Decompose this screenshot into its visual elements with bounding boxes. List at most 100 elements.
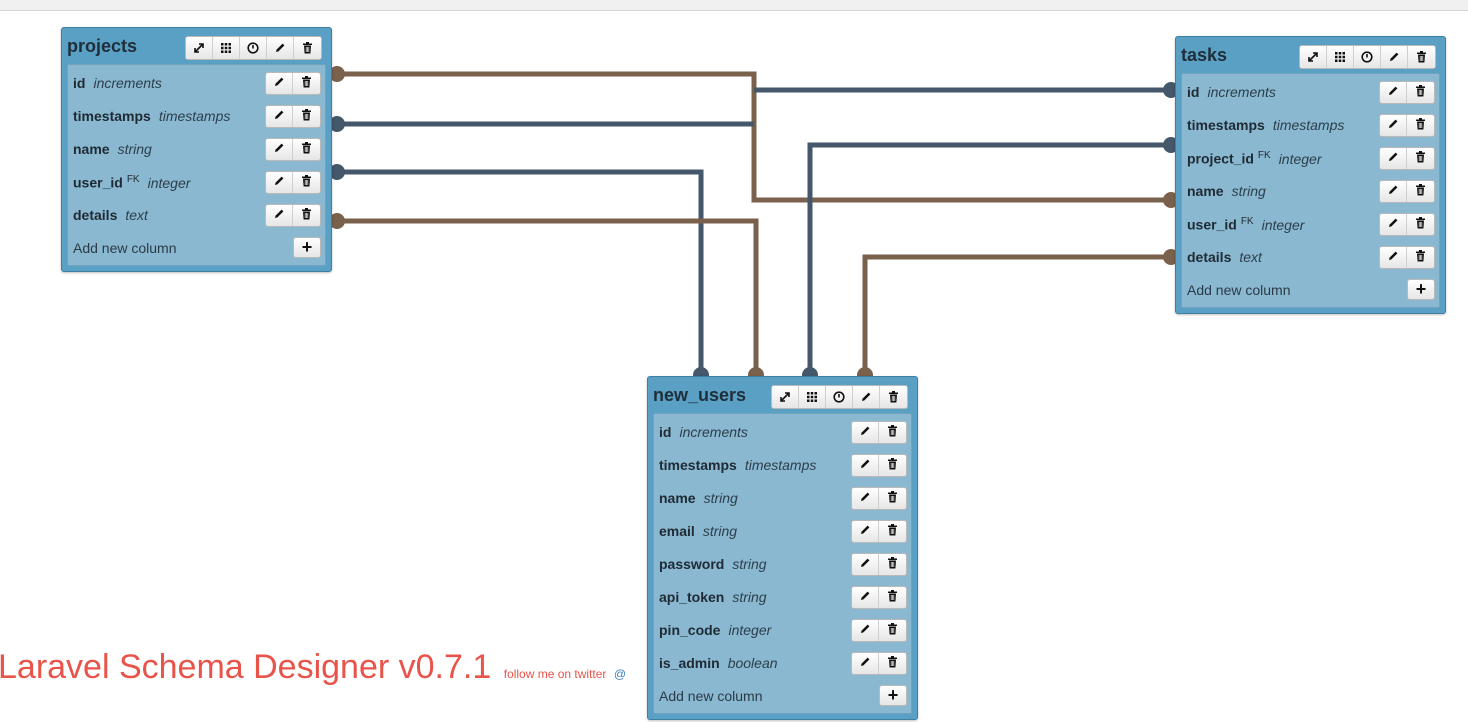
- delete-column-button[interactable]: [1407, 181, 1434, 202]
- column-actions: [851, 487, 907, 510]
- edit-column-button[interactable]: [852, 455, 879, 476]
- delete-table-button[interactable]: [1408, 46, 1435, 68]
- expand-button[interactable]: [1300, 46, 1327, 68]
- pencil-icon: [274, 42, 286, 54]
- delete-column-button[interactable]: [1407, 247, 1434, 268]
- add-column-label[interactable]: Add new column: [73, 240, 177, 256]
- edit-column-button[interactable]: [266, 106, 293, 127]
- edit-column-button[interactable]: [1380, 247, 1407, 268]
- delete-column-button[interactable]: [1407, 214, 1434, 235]
- edit-table-button[interactable]: [267, 37, 294, 59]
- twitter-handle-link[interactable]: @: [613, 667, 627, 681]
- edit-column-button[interactable]: [266, 205, 293, 226]
- delete-column-button[interactable]: [879, 587, 906, 608]
- delete-column-button[interactable]: [879, 620, 906, 641]
- table-header[interactable]: projects: [62, 28, 331, 64]
- add-column-button[interactable]: +: [293, 237, 321, 258]
- edit-table-button[interactable]: [853, 386, 880, 408]
- edit-table-button[interactable]: [1381, 46, 1408, 68]
- delete-column-button[interactable]: [879, 455, 906, 476]
- delete-column-button[interactable]: [879, 554, 906, 575]
- add-column-label[interactable]: Add new column: [1187, 282, 1291, 298]
- edit-column-button[interactable]: [852, 422, 879, 443]
- history-button[interactable]: [826, 386, 853, 408]
- column-name-text: name: [659, 490, 696, 506]
- table-header[interactable]: new_users: [648, 377, 917, 413]
- browser-top-bar: [0, 0, 1468, 11]
- delete-column-button[interactable]: [1407, 148, 1434, 169]
- delete-table-button[interactable]: [294, 37, 321, 59]
- edit-column-button[interactable]: [852, 521, 879, 542]
- history-button[interactable]: [1354, 46, 1381, 68]
- twitter-link[interactable]: follow me on twitter: [503, 667, 607, 681]
- delete-column-button[interactable]: [879, 653, 906, 674]
- expand-button[interactable]: [772, 386, 799, 408]
- delete-column-button[interactable]: [293, 73, 320, 94]
- add-column-button[interactable]: +: [879, 685, 907, 706]
- link-projects-user_id-new_users: [337, 169, 704, 375]
- delete-column-button[interactable]: [293, 205, 320, 226]
- edit-column-button[interactable]: [1380, 115, 1407, 136]
- trash-icon: [302, 42, 313, 54]
- edit-column-button[interactable]: [852, 653, 879, 674]
- delete-column-button[interactable]: [293, 139, 320, 160]
- edit-column-button[interactable]: [1380, 148, 1407, 169]
- column-actions: [265, 105, 321, 128]
- table-header[interactable]: tasks: [1176, 37, 1445, 73]
- delete-column-button[interactable]: [1407, 115, 1434, 136]
- edit-column-button[interactable]: [852, 554, 879, 575]
- edit-column-button[interactable]: [266, 172, 293, 193]
- delete-column-button[interactable]: [879, 488, 906, 509]
- edit-column-button[interactable]: [266, 139, 293, 160]
- expand-button[interactable]: [186, 37, 213, 59]
- grid-button[interactable]: [799, 386, 826, 408]
- edit-column-button[interactable]: [852, 587, 879, 608]
- trash-icon: [1415, 150, 1426, 168]
- delete-table-button[interactable]: [880, 386, 907, 408]
- history-button[interactable]: [240, 37, 267, 59]
- column-type: increments: [93, 75, 162, 91]
- edit-column-button[interactable]: [1380, 82, 1407, 103]
- delete-column-button[interactable]: [1407, 82, 1434, 103]
- edit-column-button[interactable]: [1380, 214, 1407, 235]
- column-type: timestamps: [744, 457, 817, 473]
- add-column-label[interactable]: Add new column: [659, 688, 763, 704]
- add-column-button[interactable]: +: [1407, 279, 1435, 300]
- delete-column-button[interactable]: [293, 172, 320, 193]
- grid-button[interactable]: [213, 37, 240, 59]
- edit-column-button[interactable]: [852, 620, 879, 641]
- grid-button[interactable]: [1327, 46, 1354, 68]
- column-type: timestamps: [1272, 117, 1345, 133]
- edit-column-button[interactable]: [1380, 181, 1407, 202]
- delete-column-button[interactable]: [879, 521, 906, 542]
- edit-column-button[interactable]: [852, 488, 879, 509]
- delete-column-button[interactable]: [293, 106, 320, 127]
- delete-column-button[interactable]: [879, 422, 906, 443]
- column-name-text: api_token: [659, 589, 725, 605]
- edit-column-button[interactable]: [266, 73, 293, 94]
